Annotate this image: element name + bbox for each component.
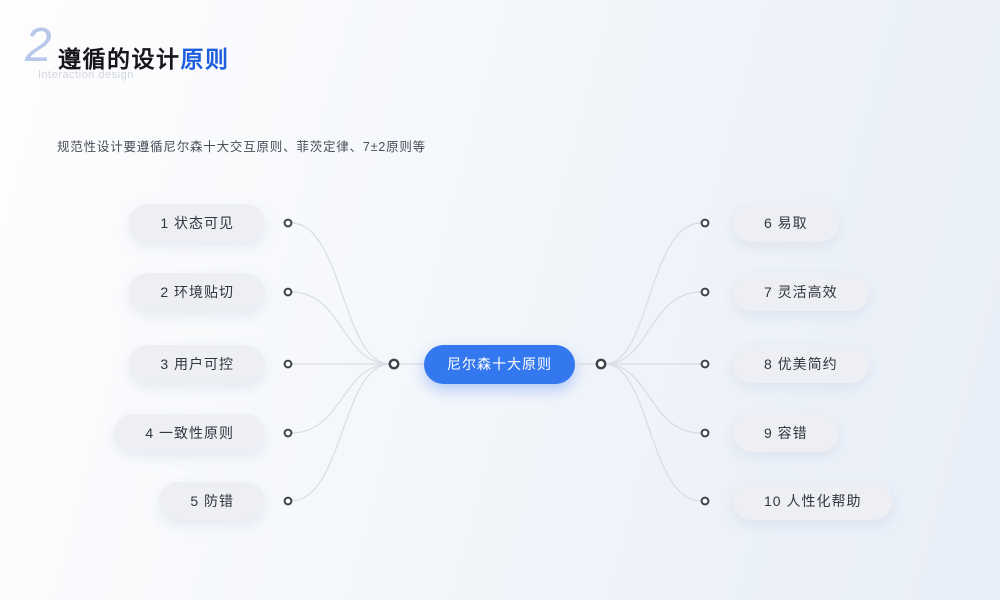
mindmap-node-right-6: 6 易取 (733, 204, 839, 242)
connector-curve (604, 363, 702, 502)
connector-ring (283, 359, 293, 369)
page-title-main: 遵循的设计 (58, 46, 181, 72)
page-title: 遵循的设计原则 (58, 40, 230, 74)
connector-ring-center (595, 358, 607, 370)
connector-ring (283, 496, 293, 506)
connector-ring (283, 428, 293, 438)
connector-ring (700, 428, 710, 438)
mindmap-center-node: 尼尔森十大原则 (424, 345, 575, 384)
connector-curve (290, 291, 391, 365)
mindmap-node-right-7: 7 灵活高效 (733, 273, 869, 311)
description-text: 规范性设计要遵循尼尔森十大交互原则、菲茨定律、7±2原则等 (57, 140, 426, 154)
connector-ring (700, 218, 710, 228)
connector-ring (283, 218, 293, 228)
mindmap-node-right-8: 8 优美简约 (733, 345, 869, 383)
connector-curve (604, 222, 702, 365)
mindmap-node-left-1: 1 状态可见 (129, 204, 265, 242)
page-title-accent: 原则 (180, 46, 230, 72)
mindmap-node-left-4: 4 一致性原则 (114, 414, 265, 452)
connector-ring (700, 359, 710, 369)
connector-curve (290, 363, 391, 502)
page-subtitle: Interaction design (38, 69, 134, 81)
mindmap-node-right-9: 9 容错 (733, 414, 839, 452)
connector-curve (290, 363, 391, 434)
connector-ring (700, 496, 710, 506)
connector-curve (290, 222, 391, 365)
mindmap-node-left-5: 5 防错 (159, 482, 265, 520)
connector-curve (604, 363, 702, 434)
mindmap-node-left-3: 3 用户可控 (129, 345, 265, 383)
mindmap-node-right-10: 10 人性化帮助 (733, 482, 893, 520)
connector-ring-center (388, 358, 400, 370)
connector-ring (283, 287, 293, 297)
section-number: 2 (25, 19, 52, 72)
connector-ring (700, 287, 710, 297)
connector-curve (604, 291, 702, 365)
mindmap-node-left-2: 2 环境贴切 (129, 273, 265, 311)
